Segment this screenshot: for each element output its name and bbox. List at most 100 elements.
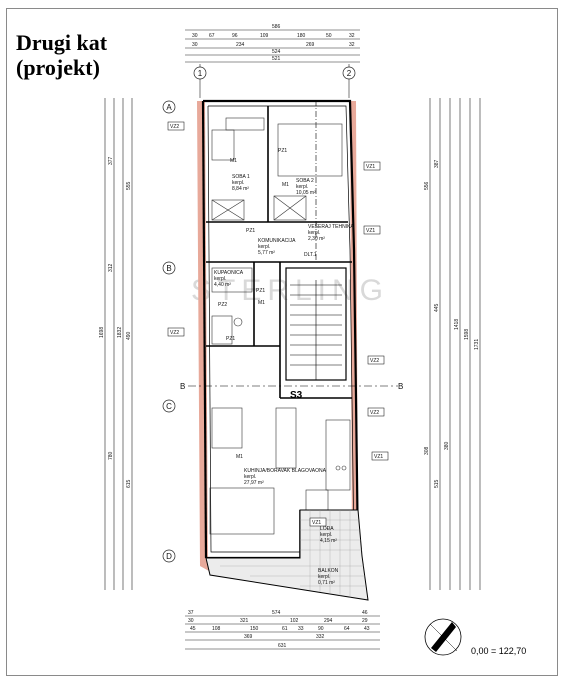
svg-text:kerpl.: kerpl. xyxy=(296,184,308,190)
dim-top-overall: 586 xyxy=(272,24,281,30)
door-tags: M1 M1 PZ1 PZ1 PZ1 PZ2 M1 PZ1 M1 DLT.1 xyxy=(218,148,317,460)
dim-right-0: 556 xyxy=(424,181,430,190)
dim-right-3: 1418 xyxy=(454,319,460,330)
svg-text:37: 37 xyxy=(188,610,194,616)
section-label: S3 xyxy=(290,390,303,401)
page-title: Drugi kat (projekt) xyxy=(16,30,107,80)
furniture xyxy=(209,117,351,535)
svg-text:SOBA 1: SOBA 1 xyxy=(232,174,250,180)
title-line-2: (projekt) xyxy=(16,55,100,80)
door-tag-3: PZ1 xyxy=(246,228,255,234)
dim-bottom-row3: 45 108 150 61 33 90 64 43 xyxy=(190,626,370,632)
room-komunikacija: KOMUNIKACIJA kerpl. 5,77 m² xyxy=(258,238,296,256)
svg-text:kerpl.: kerpl. xyxy=(258,244,270,250)
door-tag-4: PZ1 xyxy=(256,288,265,294)
svg-text:KOMUNIKACIJA: KOMUNIKACIJA xyxy=(258,238,296,244)
room-soba-1: SOBA 1 kerpl. 8,84 m² xyxy=(232,174,250,192)
svg-text:108: 108 xyxy=(212,626,221,632)
svg-text:61: 61 xyxy=(282,626,288,632)
svg-text:90: 90 xyxy=(318,626,324,632)
svg-text:0,71 m²: 0,71 m² xyxy=(318,580,335,586)
svg-text:27,97 m²: 27,97 m² xyxy=(244,480,264,486)
dim-top-r1-4: 180 xyxy=(297,33,306,39)
dim-top-r1-2: 96 xyxy=(232,33,238,39)
door-tag-5: PZ2 xyxy=(218,302,227,308)
svg-text:30: 30 xyxy=(188,618,194,624)
svg-text:kerpl.: kerpl. xyxy=(320,532,332,538)
dim-left-7: 615 xyxy=(126,479,132,488)
window-tags: VZ2 VZ1 VZ1 VZ2 VZ2 VZ2 VZ1 VZ1 xyxy=(167,121,389,527)
dim-top-r4-0: 521 xyxy=(272,56,281,62)
door-tag-2: PZ1 xyxy=(278,148,287,154)
svg-text:LOĐA: LOĐA xyxy=(320,526,334,532)
room-kuhinja-boravak: KUHINJA/BORAVAK BLAGOVAONA kerpl. 27,97 … xyxy=(244,468,327,486)
svg-text:150: 150 xyxy=(250,626,259,632)
dim-top-r1-1: 67 xyxy=(209,33,215,39)
horizontal-axis-bubbles: A B C D xyxy=(162,100,176,563)
svg-text:102: 102 xyxy=(290,618,299,624)
dim-bottom-row2: 30 321 102 294 29 xyxy=(188,618,368,624)
svg-text:2,30 m²: 2,30 m² xyxy=(308,236,325,242)
window-tag-1: VZ1 xyxy=(366,164,375,170)
svg-text:VEŠERAJ TEHNIKA: VEŠERAJ TEHNIKA xyxy=(308,223,354,230)
axis-label-1: 1 xyxy=(198,69,203,78)
svg-text:4,15 m²: 4,15 m² xyxy=(320,538,337,544)
dim-top-r3-0: 524 xyxy=(272,49,281,55)
dim-bottom-row4: 369 332 xyxy=(244,634,325,640)
door-tag-6: M1 xyxy=(258,300,265,306)
dim-top-r1-5: 50 xyxy=(326,33,332,39)
section-marker-left: B xyxy=(180,382,185,391)
dim-top-r1-3: 109 xyxy=(260,33,269,39)
section-marker-right: B xyxy=(398,382,403,391)
dim-top-r1-0: 30 xyxy=(192,33,198,39)
door-tag-1: M1 xyxy=(282,182,289,188)
dim-top-r1-6: 32 xyxy=(349,33,355,39)
window-tag-5: VZ2 xyxy=(370,410,379,416)
dim-right-6: 308 xyxy=(424,446,430,455)
north-arrow-icon xyxy=(424,618,462,656)
room-veseraj: VEŠERAJ TEHNIKA kerpl. 2,30 m² xyxy=(308,223,354,242)
svg-text:kerpl.: kerpl. xyxy=(232,180,244,186)
window-tag-6: VZ1 xyxy=(374,454,383,460)
svg-text:64: 64 xyxy=(344,626,350,632)
room-labels: SOBA 1 kerpl. 8,84 m² SOBA 2 kerpl. 10,0… xyxy=(214,174,354,586)
room-balkon: BALKON kerpl. 0,71 m² xyxy=(318,568,339,586)
dim-left-4: 1698 xyxy=(99,327,105,338)
svg-text:369: 369 xyxy=(244,634,253,640)
dim-left-1: 555 xyxy=(126,181,132,190)
right-dimension-values: 556 387 445 1418 1598 1731 308 515 380 xyxy=(424,159,480,488)
room-kupaonica: KUPAONICA kerpl. 4,40 m² xyxy=(214,270,244,288)
svg-text:KUHINJA/BORAVAK BLAGOVAONA: KUHINJA/BORAVAK BLAGOVAONA xyxy=(244,468,327,474)
svg-text:46: 46 xyxy=(362,610,368,616)
dim-right-7: 515 xyxy=(434,479,440,488)
svg-text:321: 321 xyxy=(240,618,249,624)
interior-walls xyxy=(206,106,352,558)
dim-right-5: 1731 xyxy=(474,339,480,350)
section-line: B B S3 xyxy=(180,382,403,401)
svg-text:5,77 m²: 5,77 m² xyxy=(258,250,275,256)
svg-text:kerpl.: kerpl. xyxy=(244,474,256,480)
insulation-left xyxy=(197,101,218,576)
dim-right-2: 445 xyxy=(434,303,440,312)
room-soba-2: SOBA 2 kerpl. 10,05 m² xyxy=(296,178,316,196)
dim-left-2: 312 xyxy=(108,263,114,272)
svg-text:43: 43 xyxy=(364,626,370,632)
svg-text:45: 45 xyxy=(190,626,196,632)
dim-bottom-overall: 631 xyxy=(278,643,287,649)
dim-left-3: 490 xyxy=(126,331,132,340)
svg-text:BALKON: BALKON xyxy=(318,568,339,574)
dim-bottom-row1: 37 574 46 xyxy=(188,610,368,616)
axis-label-c: C xyxy=(166,402,172,411)
svg-text:574: 574 xyxy=(272,610,281,616)
left-dimension-lines xyxy=(104,98,133,590)
door-tag-8: M1 xyxy=(236,454,243,460)
stairwell xyxy=(285,100,347,381)
right-dimension-lines xyxy=(429,98,481,590)
dim-top-r2-1: 234 xyxy=(236,42,245,48)
svg-text:kerpl.: kerpl. xyxy=(318,574,330,580)
axis-label-a: A xyxy=(166,103,172,112)
svg-text:332: 332 xyxy=(316,634,325,640)
door-tag-7: PZ1 xyxy=(226,336,235,342)
title-line-1: Drugi kat xyxy=(16,30,108,55)
